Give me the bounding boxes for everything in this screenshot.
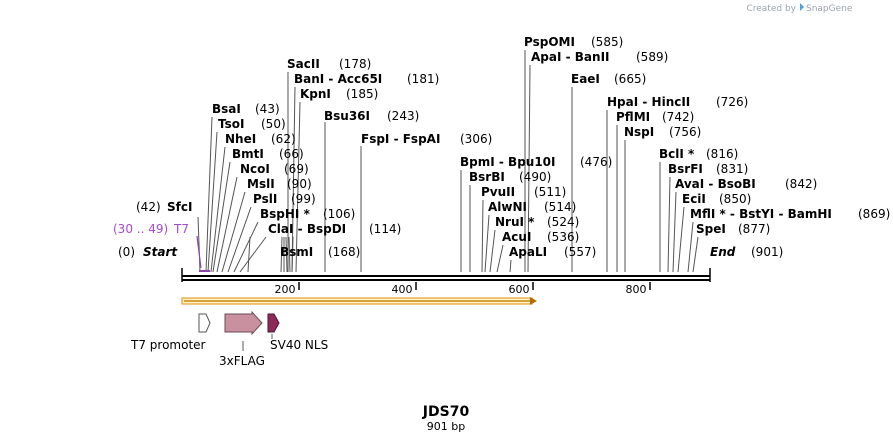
t7-promoter-label: T7 promoter: [130, 338, 206, 352]
site-pos-acui: (536): [547, 230, 579, 244]
start-label: Start: [143, 245, 178, 259]
site-pos-alwni: (514): [544, 200, 576, 214]
site-enz-bsrbi[interactable]: BsrBI: [469, 170, 505, 184]
site-pos-pflmi: (742): [662, 110, 694, 124]
map-length: 901 bp: [427, 420, 465, 433]
site-enz-bsu36i[interactable]: Bsu36I: [324, 109, 370, 123]
site-pos-kpni: (185): [346, 87, 378, 101]
site-enz-clai[interactable]: ClaI - BspDI: [268, 222, 346, 236]
t7-primer-connector: [196, 235, 202, 269]
site-pos-sacii: (178): [339, 57, 371, 71]
map-title: JDS70: [422, 404, 470, 420]
3xflag-label: 3xFLAG: [219, 354, 265, 368]
site-enz-pflmi[interactable]: PflMI: [616, 110, 650, 124]
start-position: (0): [118, 245, 135, 259]
site-pos-apali: (557): [564, 245, 596, 259]
tick-800: 800: [626, 283, 647, 296]
site-enz-kpni[interactable]: KpnI: [300, 87, 331, 101]
site-connectors: [197, 50, 699, 273]
site-pos-bsrfi: (831): [716, 162, 748, 176]
tick-200: 200: [275, 283, 296, 296]
site-enz-acui[interactable]: AcuI: [502, 230, 531, 244]
site-pos-bsai: (43): [255, 102, 280, 116]
site-pos-bcli: (816): [706, 147, 738, 161]
enzyme-labels: (42) SfcI BsaI (43) TsoI (50) NheI (62) …: [136, 35, 890, 259]
site-enz-apali[interactable]: ApaLI: [509, 245, 547, 259]
tick-600: 600: [509, 283, 530, 296]
site-enz-apai[interactable]: ApaI - BanII: [531, 50, 610, 64]
site-enz-fspi[interactable]: FspI - FspAI: [361, 132, 440, 146]
site-enz-sacii[interactable]: SacII: [287, 57, 320, 71]
end-position: (901): [751, 245, 783, 259]
site-pos-bpmi: (476): [580, 155, 612, 169]
site-pos-pvuii: (511): [534, 185, 566, 199]
site-pos-bsrbi: (490): [519, 170, 551, 184]
site-pos-psli: (99): [291, 192, 316, 206]
site-enz-mfli[interactable]: MflI * - BstYI - BamHI: [690, 207, 832, 221]
site-enz-bsmi[interactable]: BsmI: [280, 245, 313, 259]
site-enz-bpmi[interactable]: BpmI - Bpu10I: [460, 155, 555, 169]
site-enz-bsrfi[interactable]: BsrFI: [668, 162, 703, 176]
site-enz-ecii[interactable]: EciI: [682, 192, 706, 206]
t7-primer-range: (30 .. 49): [113, 222, 168, 236]
site-pos-clai: (114): [369, 222, 401, 236]
site-pos-bmti: (66): [279, 147, 304, 161]
site-pos-eaei: (665): [614, 72, 646, 86]
feature-3xflag[interactable]: [224, 310, 263, 336]
site-enz-tsoi[interactable]: TsoI: [218, 117, 244, 131]
site-enz-msli[interactable]: MslI: [247, 177, 275, 191]
feature-sv40-nls[interactable]: [267, 313, 280, 333]
site-pos-msli: (90): [287, 177, 312, 191]
end-label: End: [710, 245, 736, 259]
t7-primer-name[interactable]: T7: [173, 222, 189, 236]
site-pos-ecii: (850): [719, 192, 751, 206]
site-pos-nhei: (62): [271, 132, 296, 146]
site-pos-ncoi: (69): [284, 162, 309, 176]
orf-arrow[interactable]: [181, 297, 537, 305]
feature-t7-promoter[interactable]: [198, 313, 211, 333]
sv40-nls-label: SV40 NLS: [270, 338, 328, 352]
site-enz-psli[interactable]: PslI: [253, 192, 277, 206]
site-enz-ncoi[interactable]: NcoI: [240, 162, 270, 176]
site-pos-bsmi: (168): [328, 245, 360, 259]
site-pos-pspomi: (585): [591, 35, 623, 49]
site-enz-pspomi[interactable]: PspOMI: [524, 35, 575, 49]
created-by-text: Created by: [746, 4, 796, 14]
site-pos-apai: (589): [636, 50, 668, 64]
site-pos-mfli: (869): [858, 207, 890, 221]
site-enz-bsai[interactable]: BsaI: [212, 102, 241, 116]
site-enz-nspi[interactable]: NspI: [624, 125, 654, 139]
snapgene-brand: SnapGene: [806, 4, 853, 14]
site-enz-sfci[interactable]: SfcI: [167, 200, 192, 214]
site-enz-bani[interactable]: BanI - Acc65I: [294, 72, 382, 86]
site-enz-pvuii[interactable]: PvuII: [481, 185, 515, 199]
site-pos-bsu36i: (243): [387, 109, 419, 123]
site-enz-alwni[interactable]: AlwNI: [488, 200, 527, 214]
site-enz-nrui[interactable]: NruI *: [495, 215, 535, 229]
site-pos-bani: (181): [407, 72, 439, 86]
site-enz-hpai[interactable]: HpaI - HincII: [607, 95, 690, 109]
site-enz-avai[interactable]: AvaI - BsoBI: [675, 177, 756, 191]
site-pos-nspi: (756): [669, 125, 701, 139]
site-pos-spei: (877): [738, 222, 770, 236]
tick-400: 400: [392, 283, 413, 296]
dna-backbone: [181, 268, 711, 282]
site-enz-nhei[interactable]: NheI: [225, 132, 256, 146]
site-pos-avai: (842): [785, 177, 817, 191]
site-pos-bsphi: (106): [323, 207, 355, 221]
ruler-ticks: [298, 282, 651, 290]
site-enz-bsphi[interactable]: BspHI *: [260, 207, 311, 221]
site-pos-nrui: (524): [547, 215, 579, 229]
site-pos-sfci: (42): [136, 200, 161, 214]
site-enz-eaei[interactable]: EaeI: [571, 72, 600, 86]
site-enz-bmti[interactable]: BmtI: [232, 147, 264, 161]
snapgene-logo-icon: [800, 3, 804, 11]
site-pos-hpai: (726): [716, 95, 748, 109]
site-enz-spei[interactable]: SpeI: [696, 222, 726, 236]
site-enz-bcli[interactable]: BclI *: [659, 147, 695, 161]
site-pos-fspi: (306): [460, 132, 492, 146]
site-pos-tsoi: (50): [261, 117, 286, 131]
